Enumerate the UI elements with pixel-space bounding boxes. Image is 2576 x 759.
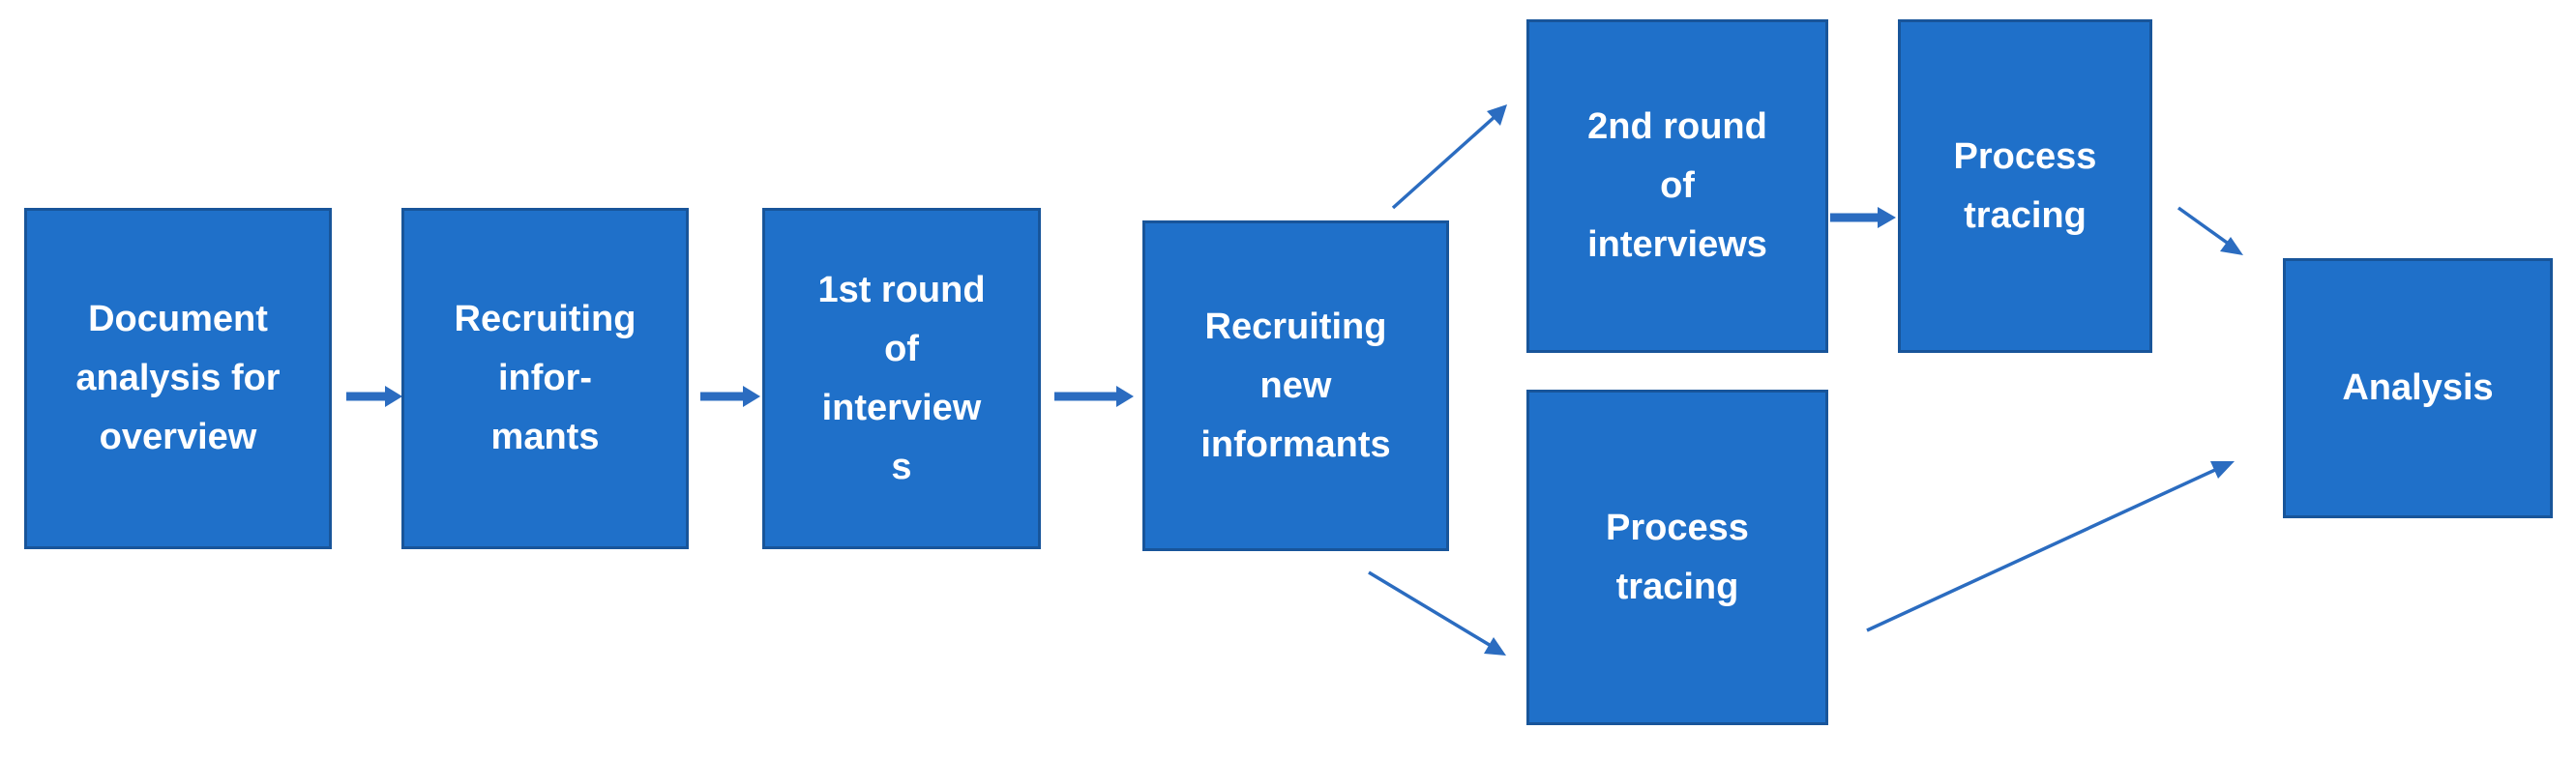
node-first-round-interviews-label: 1st round of interview s (817, 269, 986, 487)
node-process-tracing-top: Process tracing (1898, 19, 2152, 353)
node-process-tracing-bottom-label: Process tracing (1606, 507, 1749, 607)
node-recruiting-new-informants: Recruiting new informants (1142, 220, 1449, 551)
node-analysis: Analysis (2283, 258, 2553, 518)
node-document-analysis-label: Document analysis for overview (75, 299, 281, 457)
arrow-process-tracing-top-to-analysis (2176, 206, 2243, 255)
node-recruiting-informants-label: Recruiting infor- mants (454, 299, 637, 457)
node-analysis-label: Analysis (2342, 367, 2494, 408)
arrow-process-tracing-bottom-to-analysis (1866, 461, 2235, 632)
node-process-tracing-top-label: Process tracing (1953, 135, 2097, 236)
arrow-recruiting-new-to-second-round (1391, 104, 1507, 210)
arrow-recruiting-new-to-process-tracing-bottom (1368, 570, 1506, 656)
arrow-document-to-recruiting (346, 386, 402, 407)
node-first-round-interviews: 1st round of interview s (762, 208, 1041, 549)
arrow-recruiting-to-first-round (700, 386, 760, 407)
node-second-round-interviews: 2nd round of interviews (1526, 19, 1828, 353)
node-recruiting-new-informants-label: Recruiting new informants (1200, 306, 1391, 465)
node-process-tracing-bottom: Process tracing (1526, 390, 1828, 725)
node-recruiting-informants: Recruiting infor- mants (401, 208, 689, 549)
arrow-first-round-to-recruiting-new (1054, 386, 1134, 407)
node-second-round-interviews-label: 2nd round of interviews (1587, 106, 1767, 265)
node-document-analysis: Document analysis for overview (24, 208, 332, 549)
arrow-second-round-to-process-tracing-top (1830, 207, 1896, 228)
